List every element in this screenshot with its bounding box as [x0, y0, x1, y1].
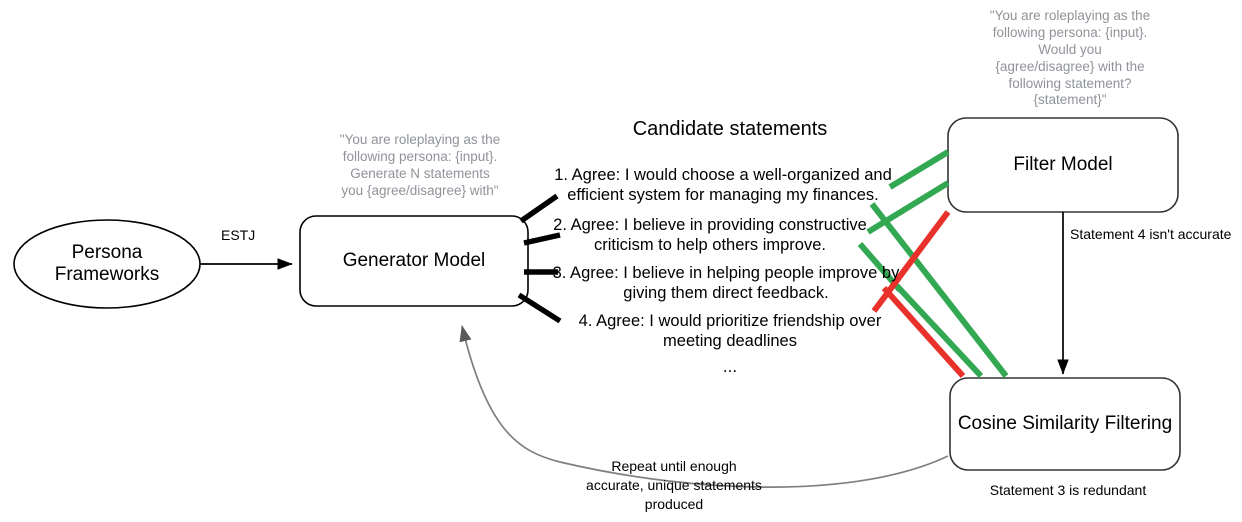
feedback-loop-label-line1: Repeat until enough [611, 458, 737, 474]
filter-prompt-line-1: "You are roleplaying as the [989, 8, 1151, 23]
filter-prompt-line-6: {statement}" [1033, 92, 1107, 108]
feedback-loop-label: Repeat until enough accurate, unique sta… [560, 457, 788, 514]
generator-fan-line-1 [519, 193, 559, 224]
candidate-statement-3: 3. Agree: I believe in helping people im… [548, 263, 904, 303]
feedback-loop-arrow [459, 325, 949, 488]
generator-fan-line-4 [517, 292, 562, 324]
generator-model-box [299, 215, 529, 307]
persona-frameworks-label-line1: Persona [71, 242, 143, 263]
candidate-statement-4-line2: meeting deadlines [663, 332, 797, 351]
generator-model-label: Generator Model [342, 250, 486, 271]
generator-prompt-line-1: "You are roleplaying as the [339, 132, 501, 147]
candidate-statements-ellipsis: ... [722, 357, 738, 376]
filter-to-cosine-edge-label: Statement 4 isn't accurate [1070, 226, 1232, 242]
filter-prompt-note: "You are roleplaying as the following pe… [965, 8, 1175, 109]
generator-prompt-note: "You are roleplaying as the following pe… [325, 132, 515, 200]
candidate-statement-2-line1: 2. Agree: I believe in providing constru… [553, 216, 867, 234]
filter-prompt-line-5: following statement? [1008, 75, 1132, 91]
candidate-statement-3-line2: giving them direct feedback. [623, 284, 829, 303]
statement-1-to-filter-green-line [888, 149, 950, 190]
candidate-statement-1-line1: 1. Agree: I would choose a well-organize… [554, 166, 892, 184]
candidate-statement-4: 4. Agree: I would prioritize friendship … [564, 311, 896, 351]
statement-4-red-to-cosine-line [881, 285, 966, 379]
filter-prompt-line-2: following persona: {input}. [992, 24, 1148, 40]
cosine-similarity-label: Cosine Similarity Filtering [957, 413, 1173, 434]
candidate-statement-3-line1: 3. Agree: I believe in helping people im… [552, 264, 900, 282]
generator-prompt-line-2: following persona: {input}. [342, 148, 498, 164]
persona-frameworks-label: Persona Frameworks [27, 238, 187, 290]
cosine-caption: Statement 3 is redundant [989, 482, 1147, 498]
filter-prompt-line-4: {agree/disagree} with the [995, 58, 1145, 74]
statement-2-to-filter-green-line [866, 180, 950, 235]
candidate-statement-4-line1: 4. Agree: I would prioritize friendship … [578, 312, 882, 330]
cosine-similarity-box [949, 377, 1181, 471]
statement-3-long-green-line [894, 283, 984, 379]
candidate-statements-title: Candidate statements [632, 118, 828, 140]
feedback-loop-label-line2: accurate, unique statements [586, 476, 762, 493]
candidate-statement-1: 1. Agree: I would choose a well-organize… [548, 165, 898, 205]
candidate-statement-2: 2. Agree: I believe in providing constru… [548, 215, 872, 255]
candidate-statement-2-line2: criticism to help others improve. [594, 236, 826, 255]
feedback-loop-label-line3: produced [644, 495, 704, 512]
candidate-statement-1-line2: efficient system for managing my finance… [567, 186, 879, 205]
filter-model-label: Filter Model [1013, 154, 1113, 175]
persona-frameworks-label-line2: Frameworks [54, 264, 160, 285]
edge-label-estj: ESTJ [221, 227, 256, 243]
generator-prompt-line-3: Generate N statements [350, 165, 490, 181]
statement-3-to-cosine-green-line [869, 202, 1009, 378]
filter-prompt-line-3: Would you [1038, 41, 1102, 57]
generator-fan-line-2 [523, 232, 561, 246]
generator-prompt-line-4: you {agree/disagree} with" [341, 182, 499, 198]
